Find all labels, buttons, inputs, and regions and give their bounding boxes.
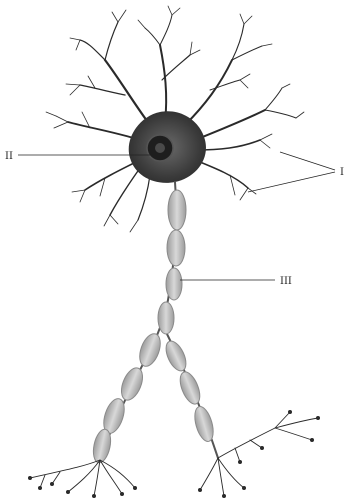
label-dendrites: I: [340, 167, 344, 178]
axon-terminals: [30, 412, 318, 496]
leader-line-dendrites-upper: [280, 152, 335, 170]
terminal-buttons: [28, 410, 320, 498]
nucleolus: [155, 143, 165, 153]
myelin-sheath: [91, 190, 217, 464]
cell-body: [129, 111, 206, 183]
label-cell-body: II: [5, 151, 13, 162]
label-axon: III: [280, 276, 292, 287]
leader-line-dendrites-lower: [248, 172, 335, 192]
